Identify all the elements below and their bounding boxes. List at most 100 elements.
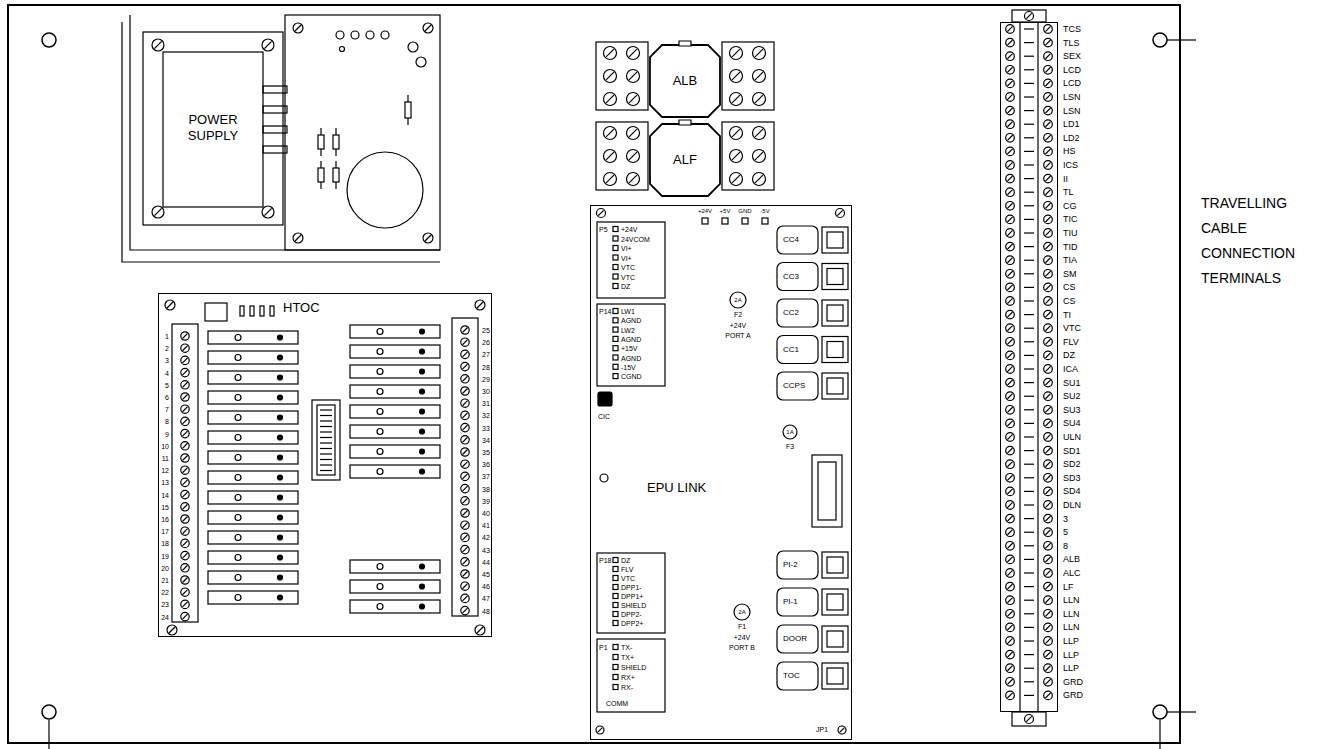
screw-head	[262, 206, 274, 218]
screw-head	[604, 173, 617, 186]
screw-symbol	[730, 70, 743, 83]
screw-head	[1044, 487, 1053, 496]
screw-head	[1044, 66, 1053, 75]
screw-head	[1044, 229, 1053, 238]
screw-symbol	[181, 478, 189, 486]
screw-head	[1044, 650, 1053, 659]
connector-housing	[822, 373, 848, 399]
relay-symbol	[350, 560, 440, 573]
screw-head	[1006, 134, 1015, 143]
screw-slot	[1007, 230, 1012, 235]
screw-slot	[462, 523, 467, 528]
screw-slot	[182, 529, 187, 534]
screw-head	[461, 545, 469, 553]
terminal-rung	[1024, 110, 1034, 111]
screw-slot	[755, 152, 763, 160]
screw-head	[181, 576, 189, 584]
screw-slot	[182, 394, 187, 399]
screw-head	[1044, 365, 1053, 374]
connector-pin	[613, 318, 618, 323]
screw-slot	[1007, 625, 1012, 630]
screw-symbol	[1006, 93, 1015, 102]
relay-symbol	[350, 425, 440, 438]
screw-head	[1044, 351, 1053, 360]
part-name: CIC	[598, 413, 610, 420]
screw-head	[1006, 637, 1015, 646]
terminal-label: SU4	[1063, 419, 1081, 428]
screw-symbol	[181, 490, 189, 498]
screw-slot	[1045, 394, 1050, 399]
screw-symbol	[1006, 270, 1015, 279]
screw-symbol	[1044, 134, 1053, 143]
screw-symbol	[1044, 52, 1053, 61]
pin-label: VTC	[621, 264, 635, 271]
terminal-number: 35	[482, 449, 490, 456]
screw-symbol	[1006, 487, 1015, 496]
side-connector	[777, 299, 848, 327]
screw-head	[423, 233, 433, 243]
screw-slot	[1045, 530, 1050, 535]
screw-symbol	[1044, 174, 1053, 183]
screw-slot	[1045, 258, 1050, 263]
relay-body	[350, 345, 440, 358]
terminal-number: 10	[161, 442, 169, 449]
screw-head	[1044, 25, 1053, 34]
header-pin	[742, 218, 748, 224]
terminal-label: LSN	[1063, 93, 1081, 102]
terminal-label: LD2	[1063, 133, 1080, 142]
screw-symbol	[1044, 433, 1053, 442]
relay-symbol	[350, 385, 440, 398]
screw-head	[627, 173, 640, 186]
port-label: PORT B	[729, 644, 755, 651]
terminal-number: 19	[161, 552, 169, 559]
screw-symbol	[461, 484, 469, 492]
screw-slot	[462, 596, 467, 601]
screw-slot	[1045, 176, 1050, 181]
screw-head	[181, 454, 189, 462]
relay-symbol	[350, 365, 440, 378]
connector-pin	[320, 453, 332, 454]
screw-slot	[182, 565, 187, 570]
screw-slot	[1045, 353, 1050, 358]
screw-slot	[1045, 54, 1050, 59]
screw-symbol	[596, 726, 604, 734]
screw-head	[730, 127, 743, 140]
screw-slot	[732, 175, 740, 183]
screw-slot	[1045, 94, 1050, 99]
relay-dot	[278, 535, 283, 540]
screw-symbol	[1006, 174, 1015, 183]
screw-slot	[477, 302, 483, 308]
screw-head	[1044, 93, 1053, 102]
screw-symbol	[627, 150, 640, 163]
screw-symbol	[627, 173, 640, 186]
screw-symbol	[1044, 365, 1053, 374]
screw-symbol	[627, 93, 640, 106]
terminal-label: LLN	[1063, 609, 1080, 618]
screw-head	[181, 356, 189, 364]
connector-pin	[613, 558, 618, 563]
screw-symbol	[1006, 433, 1015, 442]
terminal-rung	[1024, 260, 1034, 261]
node-title: ALF	[673, 152, 697, 168]
screw-symbol	[461, 387, 469, 395]
screw-head	[1044, 623, 1053, 632]
screw-slot	[1007, 502, 1012, 507]
screw-symbol	[1044, 120, 1053, 129]
terminal-strip: TRAVELLING CABLE CONNECTION TERMINALS	[1000, 22, 1058, 712]
node-title: TRAVELLING CABLE CONNECTION TERMINALS	[1201, 191, 1313, 291]
screw-head	[461, 472, 469, 480]
strip-end	[1012, 10, 1046, 22]
screw-head	[1006, 623, 1015, 632]
relay-screw	[235, 355, 241, 361]
terminal-rung	[1024, 314, 1034, 315]
relay-screw	[377, 604, 383, 610]
screw-head	[1044, 555, 1053, 564]
pin-label: CGND	[621, 373, 642, 380]
transformer-tab	[263, 126, 287, 133]
screw-symbol	[461, 545, 469, 553]
screw-symbol	[181, 576, 189, 584]
screw-slot	[1007, 598, 1012, 603]
screw-head	[1006, 664, 1015, 673]
relay-screw	[235, 435, 241, 441]
terminal-number: 11	[162, 455, 169, 462]
